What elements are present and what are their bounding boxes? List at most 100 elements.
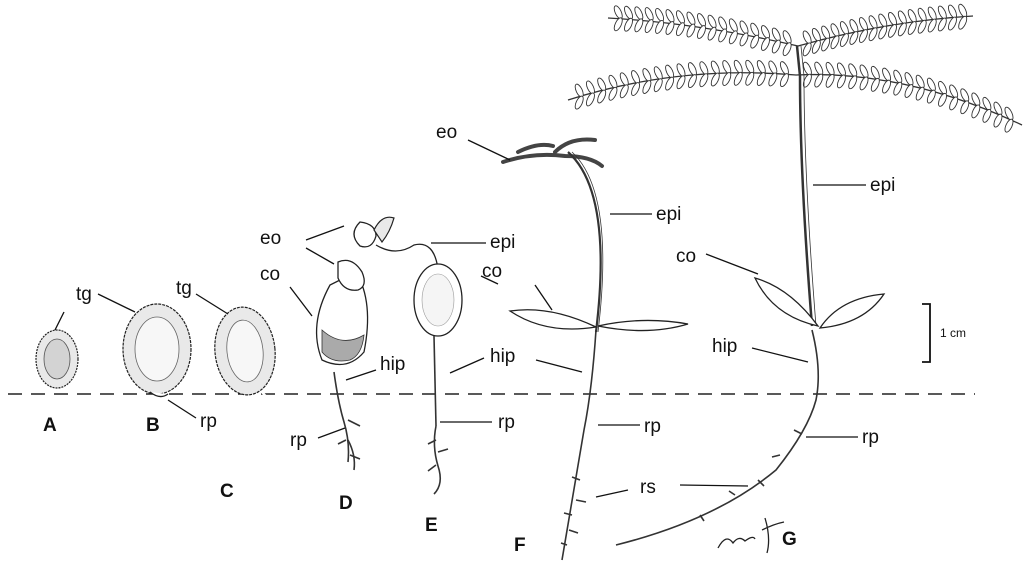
leaflet xyxy=(613,5,624,20)
leaflet xyxy=(887,11,898,26)
leaflet xyxy=(970,104,981,119)
stage-label-e: E xyxy=(425,515,438,536)
leaflet xyxy=(870,77,881,92)
label-hip-g: hip xyxy=(712,336,737,357)
leaflet xyxy=(574,83,585,98)
leaflet xyxy=(710,60,721,75)
label-co-g: co xyxy=(676,246,696,267)
leaflet xyxy=(653,66,664,81)
leaflet xyxy=(992,101,1003,116)
leaflet xyxy=(836,74,847,89)
seed-b xyxy=(123,304,191,397)
leaflet xyxy=(858,16,869,31)
leaflet xyxy=(892,81,903,96)
leaflet xyxy=(623,5,634,20)
label-rp-e: rp xyxy=(498,412,515,433)
leaflet xyxy=(948,96,959,111)
scale-bar: 1 cm xyxy=(922,304,966,362)
leaflet xyxy=(721,59,732,74)
leaflet xyxy=(675,63,686,78)
leaflet xyxy=(959,100,970,115)
stage-label-a: A xyxy=(43,415,57,436)
leaflet xyxy=(633,6,644,21)
leaflet xyxy=(696,12,707,27)
leaflet xyxy=(771,39,782,54)
leaflet xyxy=(654,7,665,22)
leaflet xyxy=(813,61,824,76)
seed-c xyxy=(211,304,280,477)
leaflet xyxy=(664,8,675,23)
leaflet xyxy=(881,79,892,94)
leaflet xyxy=(903,83,914,98)
label-eo-d: eo xyxy=(260,228,281,249)
leaflet xyxy=(675,10,686,25)
leaflet xyxy=(779,73,790,88)
leaflet xyxy=(897,10,908,25)
leaflet xyxy=(641,67,652,82)
leaflet xyxy=(926,89,937,104)
leaflet xyxy=(607,74,618,89)
leaflet xyxy=(644,6,655,21)
leaflet xyxy=(781,42,792,57)
label-co-d: co xyxy=(260,264,280,285)
leaflet xyxy=(687,62,698,77)
leaflet xyxy=(811,27,822,42)
label-rs: rs xyxy=(640,477,656,498)
leaflet xyxy=(847,75,858,90)
leaflet xyxy=(698,61,709,76)
leaflet xyxy=(970,92,981,107)
leaflet xyxy=(915,86,926,101)
leaflet xyxy=(848,18,859,33)
label-hip-e: hip xyxy=(490,346,515,367)
seed-a xyxy=(36,330,78,388)
leaflet xyxy=(858,76,869,91)
leaflet xyxy=(717,16,728,31)
stage-label-f: F xyxy=(514,535,526,556)
label-hip-d: hip xyxy=(380,354,405,375)
leaflet xyxy=(756,71,767,86)
leaflet xyxy=(744,59,755,74)
leaflet xyxy=(744,71,755,86)
stage-label-b: B xyxy=(146,415,160,436)
leaflet xyxy=(738,20,749,35)
leaflet xyxy=(630,69,641,84)
leaflet xyxy=(706,14,717,29)
stage-label-d: D xyxy=(339,493,353,514)
leaflet xyxy=(992,113,1003,128)
leaflet xyxy=(867,15,878,30)
stage-label-c: C xyxy=(220,481,234,502)
leaflet xyxy=(947,4,958,19)
seedling-d xyxy=(317,260,368,470)
leaflet xyxy=(937,5,948,20)
leaflet xyxy=(820,25,831,40)
leaflet xyxy=(664,64,675,79)
leaflet xyxy=(596,77,607,92)
leaflet xyxy=(749,22,760,37)
label-eo-f: eo xyxy=(436,122,457,143)
leaflet xyxy=(829,23,840,38)
label-rp-f: rp xyxy=(644,416,661,437)
leaflet xyxy=(1003,118,1014,133)
seedling-g xyxy=(568,3,1022,553)
leaflet xyxy=(767,72,778,87)
leaflet xyxy=(801,30,812,45)
leaflet xyxy=(824,73,835,88)
leaflet xyxy=(733,59,744,74)
part-labels: tg tg rp eo co hip rp epi co hip rp eo e… xyxy=(76,122,895,498)
scale-bar-label: 1 cm xyxy=(940,326,966,340)
leaflet xyxy=(957,3,968,18)
seedling-e xyxy=(354,217,462,494)
leaflet xyxy=(981,96,992,111)
leaflet xyxy=(760,24,771,39)
leaflet xyxy=(685,11,696,26)
leaflet xyxy=(877,13,888,28)
leaflet xyxy=(981,108,992,123)
leaflet xyxy=(917,7,928,22)
leaflet xyxy=(839,20,850,35)
label-epi-f: epi xyxy=(656,204,681,225)
label-tg-a: tg xyxy=(76,284,92,305)
leaflet xyxy=(813,73,824,88)
label-epi-e: epi xyxy=(490,232,515,253)
label-rp-c: rp xyxy=(200,411,217,432)
